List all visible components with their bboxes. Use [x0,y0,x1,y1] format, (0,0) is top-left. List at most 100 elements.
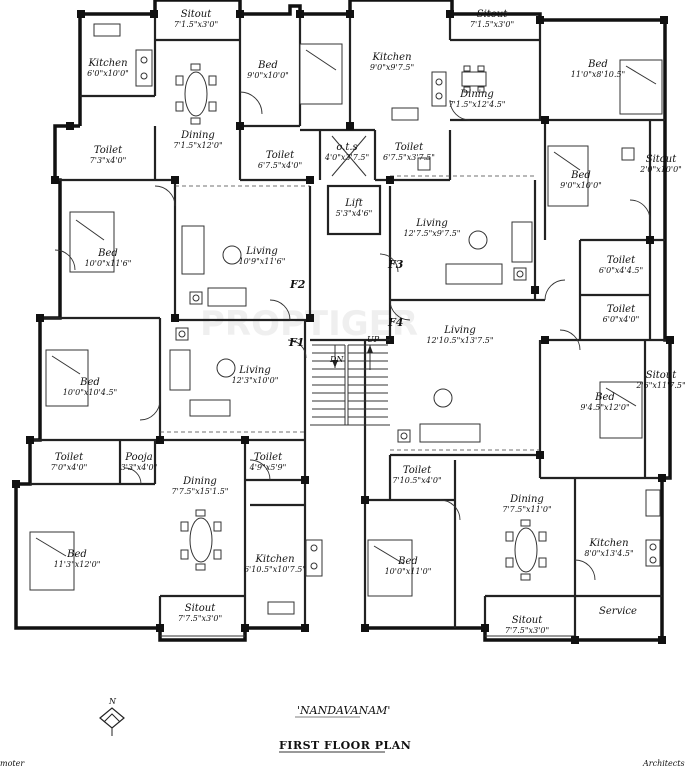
room-dim-kitchen-bl: 6'10.5"x10'7.5" [244,565,306,574]
room-dim-toilet-3: 6'7.5"x3'7.5" [383,153,435,162]
room-dim-otb: 4'0"x3'7.5" [324,153,369,162]
room-name-kitchen-tr: Kitchen [371,52,411,63]
bed-furn-tl [299,43,343,105]
room-name-sitout-r2: Sitout [646,370,678,381]
room-labels: Sitout7'1.5"x3'0"Kitchen6'0"x10'0"Dining… [51,9,686,635]
dining-table-bl [180,509,222,571]
dining-table-tl [175,63,217,125]
room-dim-living-c2: 12'10.5"x13'7.5" [426,336,493,345]
bed-furn-bc [367,539,413,597]
room-dim-living-l1: 10'9"x11'6" [239,257,286,266]
room-dim-sitout-r2: 2'6"x11'7.5" [635,381,685,390]
room-name-pooja: Pooja [124,452,152,463]
project-name: 'NANDAVANAM' [297,704,390,717]
room-dim-dining-tr: 7'1.5"x12'4.5" [449,100,506,109]
flat-labels: F2 F1 F3 F4 [288,258,404,349]
room-name-sitout-tl: Sitout [181,9,213,20]
room-dim-sitout-bl: 7'7.5"x3'0" [178,614,222,623]
room-name-toilet-7: Toilet [254,452,283,463]
room-dim-sitout-tr: 7'1.5"x3'0" [470,20,514,29]
room-name-dining-tr: Dining [459,89,494,100]
room-name-bed-r2: Bed [594,392,615,403]
room-name-living-l1: Living [245,246,278,257]
room-dim-bed-r1: 9'0"x10'0" [560,181,602,190]
room-name-living-c2: Living [443,325,476,336]
room-dim-bed-tl: 9'0"x10'0" [247,71,289,80]
room-name-bed-tl: Bed [257,60,278,71]
room-name-dining-tl: Dining [180,130,215,141]
room-name-dining-bl: Dining [182,476,217,487]
room-dim-toilet-6: 7'0"x4'0" [51,463,88,472]
room-name-toilet-3: Toilet [395,142,424,153]
room-dim-kitchen-br: 8'0"x13'4.5" [584,549,633,558]
room-name-dining-br: Dining [509,494,544,505]
flat-label-f2: F2 [289,278,306,291]
room-dim-bed-bl: 11'3"x12'0" [54,560,101,569]
room-name-bed-r1: Bed [570,170,591,181]
room-dim-sitout-r1: 2'0"x10'0" [639,165,682,174]
room-name-living-l2: Living [238,365,271,376]
room-dim-living-c1: 12'7.5"x9'7.5" [404,229,461,238]
room-name-lift: Lift [344,198,364,209]
room-dim-bed-l1: 10'0"x11'6" [85,259,132,268]
room-dim-sitout-br: 7'7.5"x3'0" [505,626,549,635]
room-name-kitchen-tl: Kitchen [87,58,127,69]
plan-title: FIRST FLOOR PLAN [279,739,411,752]
room-dim-bed-bc: 10'0"x11'0" [385,567,432,576]
room-name-bed-l2: Bed [79,377,100,388]
stair-down-label: DN [329,355,344,364]
inner-walls [30,14,670,640]
bed-furn-r2 [599,381,643,439]
room-name-toilet-2: Toilet [266,150,295,161]
room-name-service: Service [599,606,637,617]
room-dim-bed-tr: 11'0"x8'10.5" [571,70,625,79]
room-name-sitout-br: Sitout [512,615,544,626]
room-name-bed-bl: Bed [66,549,87,560]
dashed-lines [160,175,540,451]
room-dim-toilet-2: 6'7.5"x4'0" [258,161,302,170]
room-name-toilet-1: Toilet [94,145,123,156]
room-dim-dining-bl: 7'7.5"x15'1.5" [172,487,229,496]
room-name-toilet-8: Toilet [403,465,432,476]
room-dim-living-l2: 12'3"x10'0" [232,376,279,385]
staircase: DN UP [310,335,390,426]
room-dim-sitout-tl: 7'1.5"x3'0" [174,20,218,29]
footer-right-text: Architects [642,759,685,768]
room-dim-toilet-7: 4'9"x5'9" [249,463,287,472]
room-name-bed-l1: Bed [97,248,118,259]
stair-up-label: UP [367,335,380,344]
room-dim-bed-r2: 9'4.5"x12'0" [580,403,629,412]
room-name-toilet-6: Toilet [55,452,84,463]
dining-table-br [505,519,547,581]
room-name-bed-tr: Bed [587,59,608,70]
room-name-toilet-4: Toilet [607,255,636,266]
north-label: N [108,697,117,706]
room-dim-pooja: 3'3"x4'0" [121,463,158,472]
flat-label-f4: F4 [387,316,403,329]
bed-furn-tr [619,59,663,115]
room-name-sitout-tr: Sitout [477,9,509,20]
room-name-sitout-r1: Sitout [646,154,678,165]
doors [54,91,651,581]
room-name-sitout-bl: Sitout [185,603,217,614]
room-dim-bed-l2: 10'0"x10'4.5" [63,388,117,397]
bed-furn-bl [29,531,75,591]
flat-label-f3: F3 [387,258,404,271]
footer-left-text: moter [0,759,25,768]
room-dim-kitchen-tr: 9'0"x9'7.5" [370,63,414,72]
room-dim-dining-br: 7'7.5"x11'0" [502,505,551,514]
north-arrow: N [99,697,125,736]
bed-furn-l1 [69,211,115,273]
room-name-bed-bc: Bed [397,556,418,567]
bed-furn-l2 [45,349,89,407]
room-dim-kitchen-tl: 6'0"x10'0" [87,69,129,78]
room-dim-toilet-5: 6'0"x4'0" [603,315,640,324]
bed-furn-r1 [547,145,589,207]
room-dim-toilet-4: 6'0"x4'4.5" [599,266,643,275]
room-dim-toilet-8: 7'10.5"x4'0" [392,476,441,485]
dining-table-tr [461,65,487,93]
room-name-toilet-5: Toilet [607,304,636,315]
flat-label-f1: F1 [288,336,304,349]
room-dim-dining-tl: 7'1.5"x12'0" [173,141,222,150]
